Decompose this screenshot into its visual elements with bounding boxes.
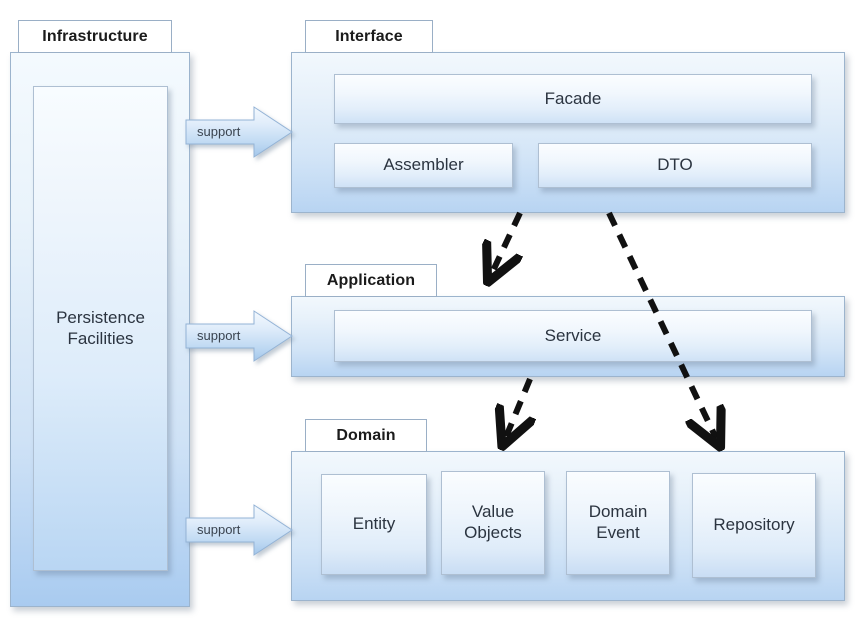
component-domain-event-line2: Event (596, 523, 640, 542)
layer-tab-domain-label: Domain (336, 426, 396, 444)
dependency-arrow-interface-application (492, 211, 520, 273)
component-value-objects[interactable]: Value Objects (441, 471, 545, 575)
component-domain-event[interactable]: Domain Event (566, 471, 670, 575)
component-dto-label: DTO (657, 155, 693, 175)
support-arrow-interface (185, 106, 294, 159)
component-persistence-facilities-line1: Persistence (56, 307, 145, 327)
component-entity-label: Entity (352, 514, 396, 534)
layer-tab-interface: Interface (305, 20, 433, 53)
layer-tab-infrastructure: Infrastructure (18, 20, 172, 53)
support-arrow-domain (185, 504, 294, 557)
component-value-objects-line1: Value (471, 502, 515, 522)
component-value-objects-line2: Objects (464, 523, 522, 542)
layer-tab-application-label: Application (326, 271, 416, 289)
component-dto[interactable]: DTO (538, 143, 812, 188)
component-persistence-facilities[interactable]: Persistence Facilities (33, 86, 168, 571)
layer-tab-interface-label: Interface (335, 27, 403, 45)
component-service[interactable]: Service (334, 310, 812, 362)
component-repository[interactable]: Repository (692, 473, 816, 578)
component-entity[interactable]: Entity (321, 474, 427, 575)
support-arrow-application-label: support (197, 328, 241, 343)
dependency-arrow-application-domain (506, 377, 530, 437)
support-arrow-domain-label: support (197, 522, 241, 537)
component-facade-label: Facade (544, 88, 602, 108)
layer-tab-infrastructure-label: Infrastructure (42, 27, 148, 45)
support-arrow-interface-label: support (197, 124, 241, 139)
component-domain-event-line1: Domain (588, 502, 648, 522)
component-assembler[interactable]: Assembler (334, 143, 513, 188)
layer-tab-application: Application (305, 264, 437, 297)
support-arrow-application (185, 310, 294, 363)
component-facade[interactable]: Facade (334, 74, 812, 124)
component-persistence-facilities-line2: Facilities (67, 328, 134, 348)
component-repository-label: Repository (713, 515, 795, 535)
component-service-label: Service (544, 325, 602, 345)
layer-tab-domain: Domain (305, 419, 427, 452)
component-assembler-label: Assembler (383, 155, 464, 175)
